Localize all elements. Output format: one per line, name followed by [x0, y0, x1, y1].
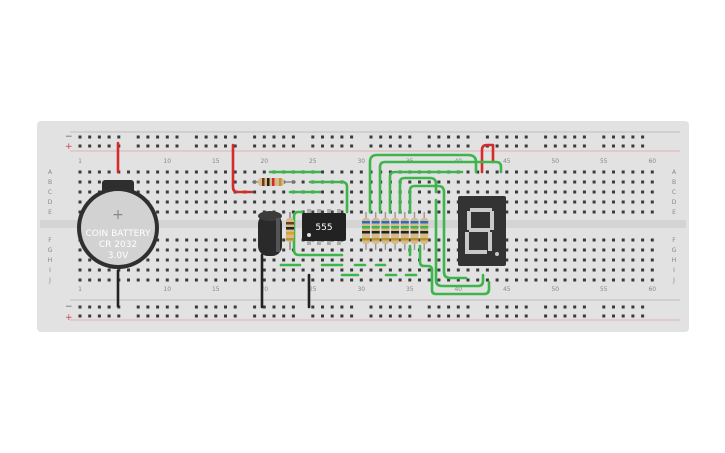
row-letter: E [48, 209, 52, 216]
row-letter: F [48, 237, 52, 244]
column-number: 10 [163, 158, 171, 165]
column-number: 40 [454, 286, 462, 293]
row-letter: E [672, 209, 676, 216]
battery-line2: CR 2032 [99, 240, 137, 250]
column-number: 60 [648, 158, 656, 165]
column-number: 55 [600, 286, 608, 293]
column-number: 60 [648, 286, 656, 293]
wire-green-10 [388, 170, 464, 214]
row-letter: D [48, 199, 53, 206]
row-letter: B [48, 179, 52, 186]
row-letter: J [672, 277, 675, 284]
resistor-vertical [286, 212, 294, 250]
rail-minus-bottom: − [65, 302, 73, 312]
row-letter: G [48, 247, 53, 254]
row-letter: C [48, 189, 52, 196]
column-number: 50 [551, 158, 559, 165]
battery-line3: 3.0V [108, 251, 129, 261]
display-segments [465, 208, 499, 256]
resistor-bank [362, 212, 429, 250]
row-letter: H [48, 257, 53, 264]
row-letter: H [672, 257, 677, 264]
column-number: 15 [212, 286, 220, 293]
wire-red-vcc [231, 143, 254, 194]
column-number: 25 [309, 286, 317, 293]
wire-green-8 [368, 153, 478, 214]
row-letter: D [672, 199, 677, 206]
row-letter: G [672, 247, 677, 254]
row-letter: I [49, 267, 51, 274]
seven-segment-display [458, 196, 506, 266]
rail-minus-top: − [65, 132, 73, 142]
battery-plus-symbol: + [112, 207, 124, 223]
column-number: 10 [163, 286, 171, 293]
wire-green-15 [434, 198, 485, 288]
column-number: 50 [551, 286, 559, 293]
column-number: 25 [309, 158, 317, 165]
wire-green-3 [308, 180, 349, 214]
jumper-wires [116, 141, 503, 309]
row-letter: F [672, 237, 676, 244]
wire-green-9 [378, 160, 503, 214]
power-rails [70, 131, 680, 321]
column-number: 55 [600, 158, 608, 165]
row-letter: I [673, 267, 675, 274]
column-number: 1 [78, 158, 82, 165]
rail-plus-top: + [65, 142, 73, 152]
wire-green-11 [398, 176, 438, 214]
column-number: 15 [212, 158, 220, 165]
column-number: 45 [503, 286, 511, 293]
column-number: 20 [260, 158, 268, 165]
electrolytic-capacitor [258, 211, 282, 256]
wire-red-display [480, 143, 495, 174]
ic-label: 555 [315, 223, 332, 233]
ic-555: 555 [302, 209, 346, 245]
column-number: 1 [78, 286, 82, 293]
row-letter: A [48, 169, 53, 176]
column-number: 30 [357, 158, 365, 165]
column-number: 35 [406, 286, 414, 293]
resistor-horizontal [252, 178, 296, 186]
column-number: 45 [503, 158, 511, 165]
row-letter: B [672, 179, 676, 186]
column-number: 30 [357, 286, 365, 293]
wire-green-13 [418, 244, 491, 296]
coin-battery: + COIN BATTERY CR 2032 3.0V [77, 180, 159, 307]
row-letter: J [48, 277, 51, 284]
row-letter: C [672, 189, 676, 196]
row-letter: A [672, 169, 677, 176]
column-number: 20 [260, 286, 268, 293]
rail-plus-bottom: + [65, 313, 73, 323]
battery-line1: COIN BATTERY [86, 229, 151, 239]
wire-green-12 [408, 184, 446, 214]
wire-green-16 [442, 203, 468, 280]
